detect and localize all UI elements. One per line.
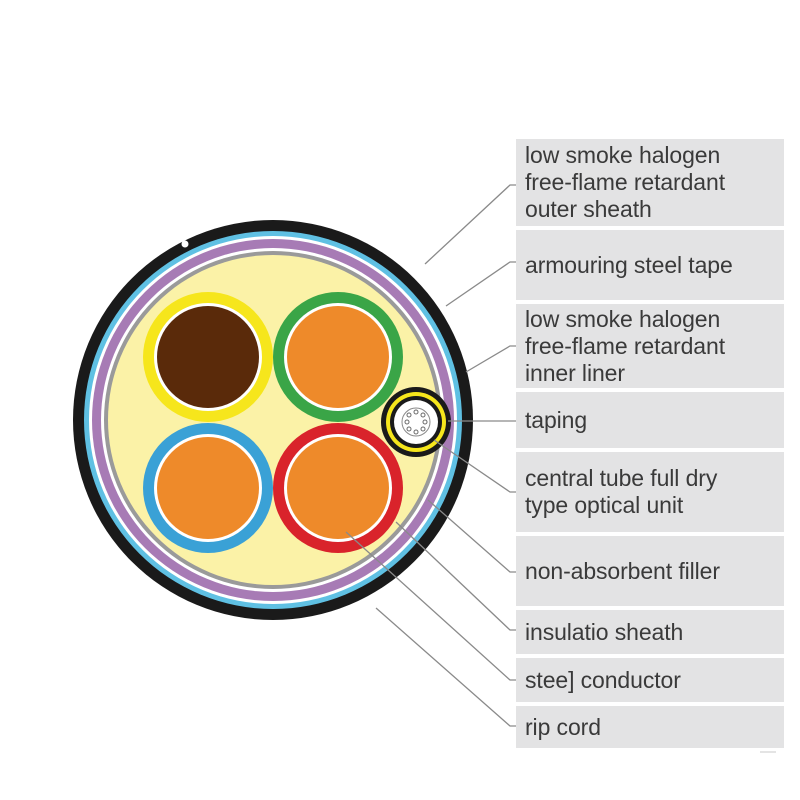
label-steel-conductor: stee] conductor	[516, 658, 784, 702]
label-rip-cord: rip cord	[516, 706, 784, 748]
label-text: armouring steel tape	[525, 251, 733, 278]
label-text: insulatio sheath	[525, 618, 684, 645]
label-text: non-absorbent filler	[525, 557, 720, 584]
label-text: taping	[525, 406, 588, 433]
label-inner-liner: low smoke halogen free-flame retardant i…	[516, 304, 784, 388]
label-armouring-steel-tape: armouring steel tape	[516, 230, 784, 300]
label-non-absorbent-filler: non-absorbent filler	[516, 536, 784, 606]
rip-cord	[368, 600, 376, 608]
label-text: low smoke halogen free-flame retardant i…	[525, 305, 725, 386]
optical-unit-inner	[401, 407, 431, 437]
optical-unit-gel	[394, 400, 438, 444]
leader-line-inner-liner	[465, 345, 516, 373]
green-core	[273, 292, 403, 422]
label-taping: taping	[516, 392, 784, 448]
label-text: stee] conductor	[525, 666, 681, 693]
leader-lines	[345, 184, 516, 727]
brown-core	[143, 292, 273, 422]
conductor	[287, 306, 389, 408]
blue-core	[143, 423, 273, 553]
red-core	[273, 423, 403, 553]
leader-line-optical-unit	[433, 439, 516, 493]
leader-line-insulation	[395, 521, 516, 631]
cable-cross-section	[73, 220, 473, 620]
label-optical-unit: central tube full dry type optical unit	[516, 452, 784, 532]
central-tube-optical-unit	[381, 387, 451, 457]
optical-fibers	[404, 409, 428, 435]
leader-line-rip-cord	[375, 607, 516, 727]
conductor	[157, 306, 259, 408]
conductor	[287, 437, 389, 539]
label-insulation-sheath: insulatio sheath	[516, 610, 784, 654]
leader-line-filler	[427, 499, 516, 573]
conductor	[157, 437, 259, 539]
label-outer-sheath: low smoke halogen free-flame retardant o…	[516, 139, 784, 226]
leader-line-outer-sheath	[424, 184, 516, 265]
label-text: low smoke halogen free-flame retardant o…	[525, 142, 725, 222]
leader-line-conductor	[345, 531, 516, 681]
label-text: central tube full dry type optical unit	[525, 465, 718, 518]
leader-line-armour-tape	[445, 261, 516, 307]
rip-cord-top	[181, 240, 189, 248]
label-text: rip cord	[525, 713, 601, 740]
